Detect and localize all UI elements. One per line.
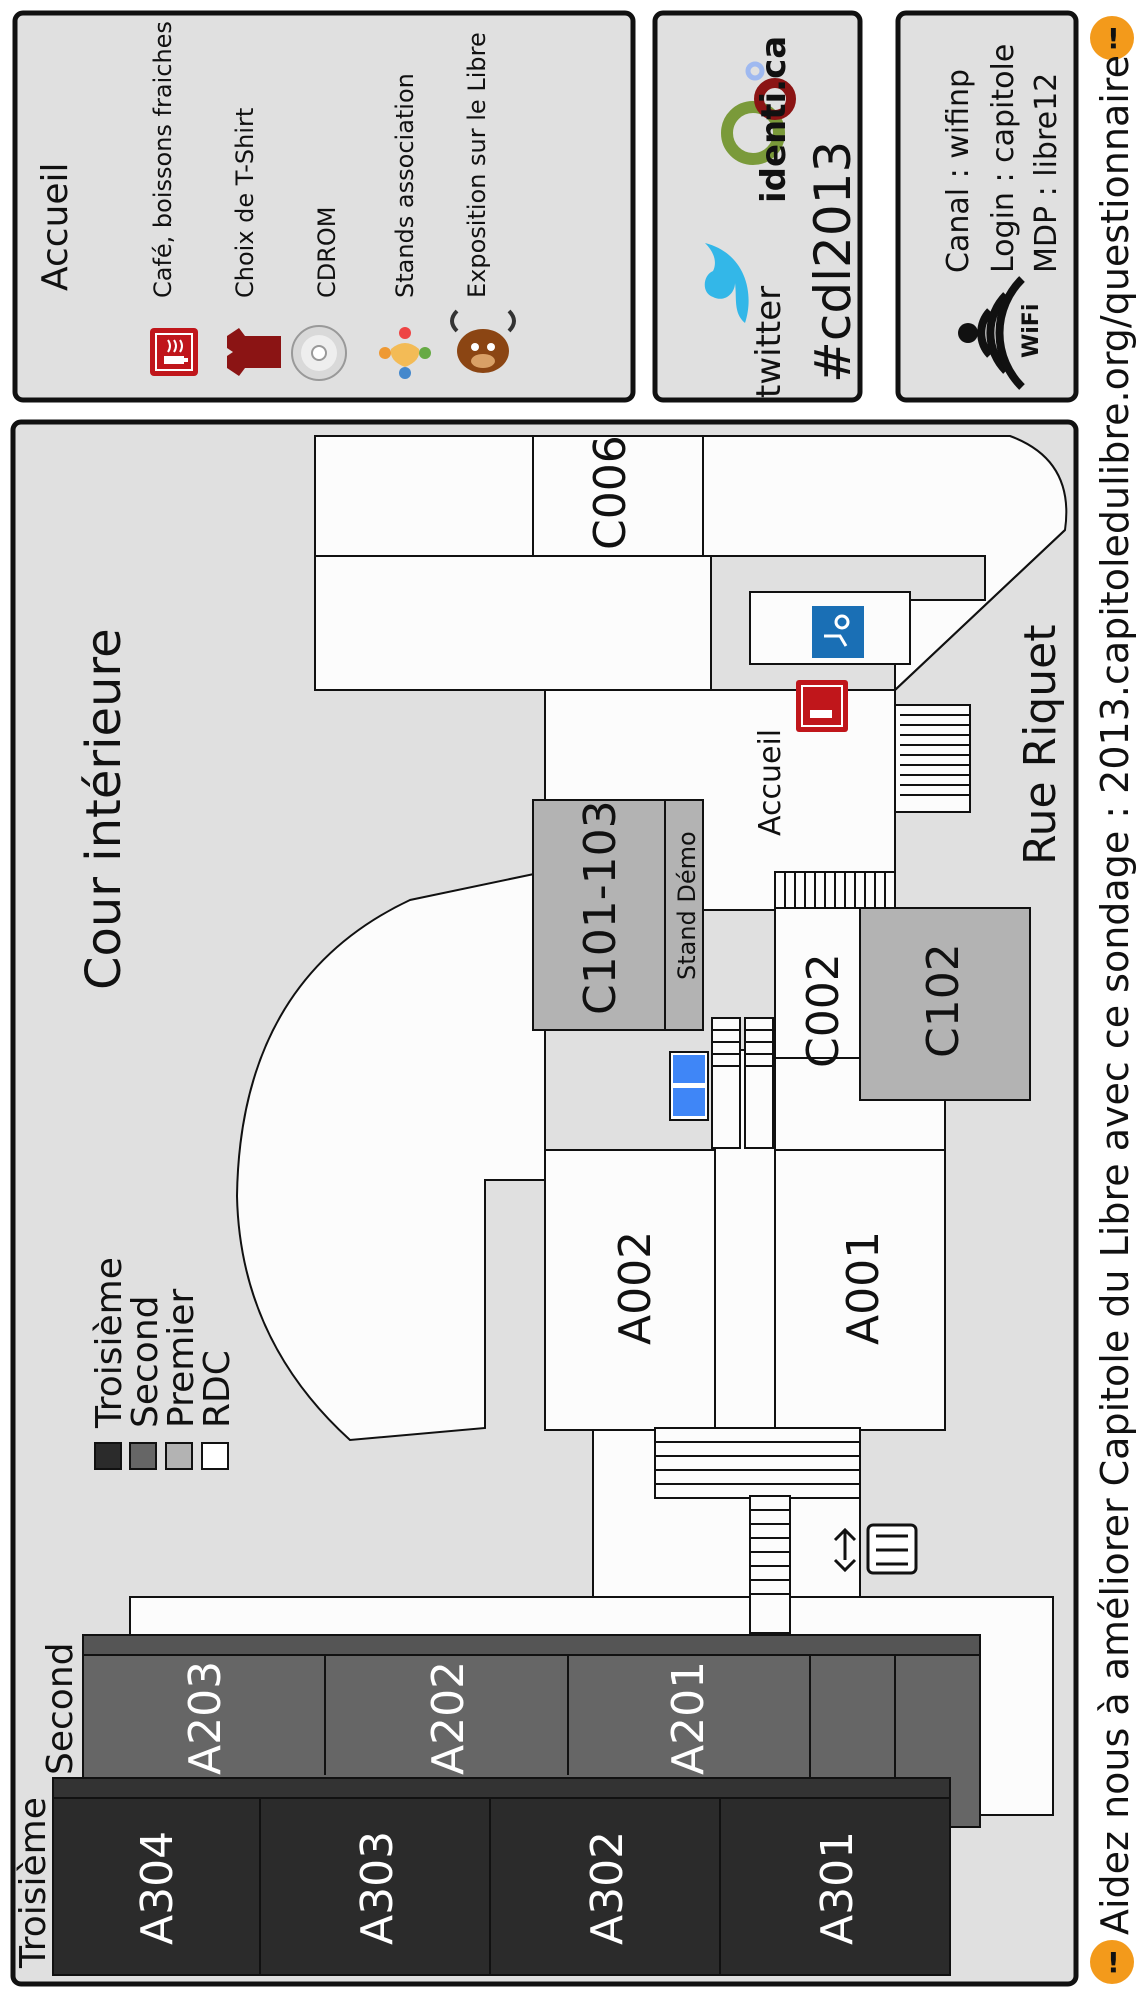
legend-item-association-label: Stands association	[391, 73, 419, 298]
wifi-badge: WiFi	[1019, 304, 1044, 358]
room-label-a302: A302	[582, 1831, 633, 1945]
warning-bottom-icon: !	[1090, 1940, 1134, 1984]
legend-item-coffee-label: Café, boissons fraiches	[149, 21, 177, 298]
floor-legend-swatch-third	[94, 1442, 122, 1470]
street-label: Rue Riquet	[1015, 625, 1066, 865]
floor-legend-swatch-premier	[165, 1442, 193, 1470]
legend-panel	[12, 10, 636, 403]
room-a002	[544, 1149, 716, 1431]
floor-legend-rdc: RDC	[197, 1350, 238, 1428]
svg-text:!: !	[1107, 1946, 1120, 1979]
room-label-a001: A001	[838, 1231, 889, 1345]
room-label-a202: A202	[423, 1661, 474, 1775]
floor-legend-swatch-second	[129, 1442, 157, 1470]
identica-icon	[721, 61, 796, 165]
association-icon	[379, 327, 431, 379]
third-floor-block	[52, 1777, 951, 1976]
gnu-icon	[450, 309, 516, 373]
room-label-a304: A304	[132, 1831, 183, 1945]
wifi-canal: Canal : wifinp	[941, 69, 976, 273]
room-label-a002: A002	[610, 1231, 661, 1345]
twitter-label: twitter	[749, 286, 789, 398]
wifi-login: Login : capitole	[986, 44, 1021, 273]
footer-survey-text[interactable]: Aidez nous à améliorer Capitole du Libre…	[1093, 55, 1137, 1935]
svg-text:!: !	[1107, 22, 1120, 55]
floor-legend: Troisième Second Premier RDC	[89, 1257, 238, 1470]
cdrom-icon	[291, 325, 347, 381]
toilet-icon	[669, 1051, 709, 1121]
court-label: Cour intérieure	[76, 628, 132, 990]
room-label-a301: A301	[812, 1831, 863, 1945]
hashtag: #cdl2013	[804, 141, 862, 383]
twitter-bird-icon	[704, 243, 749, 323]
wifi-icon	[958, 276, 1025, 390]
tshirt-icon	[227, 328, 281, 376]
elevator-icon	[833, 1523, 918, 1575]
stand-demo-area	[664, 799, 704, 1031]
stand-demo-label: Stand Démo	[673, 831, 701, 980]
accueil-label: Accueil	[753, 729, 788, 836]
room-label-a203: A203	[180, 1661, 231, 1775]
floor-legend-second: Second	[125, 1296, 166, 1429]
wifi-mdp: MDP : libre12	[1029, 73, 1064, 273]
warning-top-icon: !	[1090, 16, 1134, 60]
identica-label: identi.ca	[754, 36, 794, 203]
room-label-a303: A303	[352, 1831, 403, 1945]
floor-second-label: Second	[40, 1643, 81, 1776]
coffee-icon	[150, 328, 198, 376]
legend-title: Accueil	[35, 162, 76, 291]
legend-item-cdrom-label: CDROM	[313, 206, 341, 298]
room-label-c006: C006	[585, 435, 636, 550]
stairs-accueil	[654, 704, 971, 1634]
legend-item-tshirt-label: Choix de T-Shirt	[231, 108, 259, 298]
legend-item-gnu-label: Exposition sur le Libre	[463, 32, 491, 298]
floor-legend-swatch-rdc	[201, 1442, 229, 1470]
coffee-map-icon	[796, 680, 848, 732]
room-label-a201: A201	[663, 1661, 714, 1775]
wifi-panel	[895, 10, 1079, 403]
room-c102	[859, 907, 1031, 1101]
room-c006	[532, 435, 704, 557]
floor-legend-third: Troisième	[89, 1257, 130, 1429]
social-panel	[652, 10, 863, 403]
room-label-c002: C002	[798, 953, 849, 1068]
floor-legend-premier: Premier	[161, 1289, 202, 1428]
wheelchair-icon	[812, 606, 864, 658]
floor-third-label: Troisième	[13, 1797, 54, 1969]
room-a001	[774, 1149, 946, 1431]
street-line	[894, 529, 1066, 691]
room-label-c102: C102	[918, 943, 969, 1058]
room-label-c101-103: C101-103	[575, 800, 626, 1015]
room-c002	[774, 907, 861, 1059]
